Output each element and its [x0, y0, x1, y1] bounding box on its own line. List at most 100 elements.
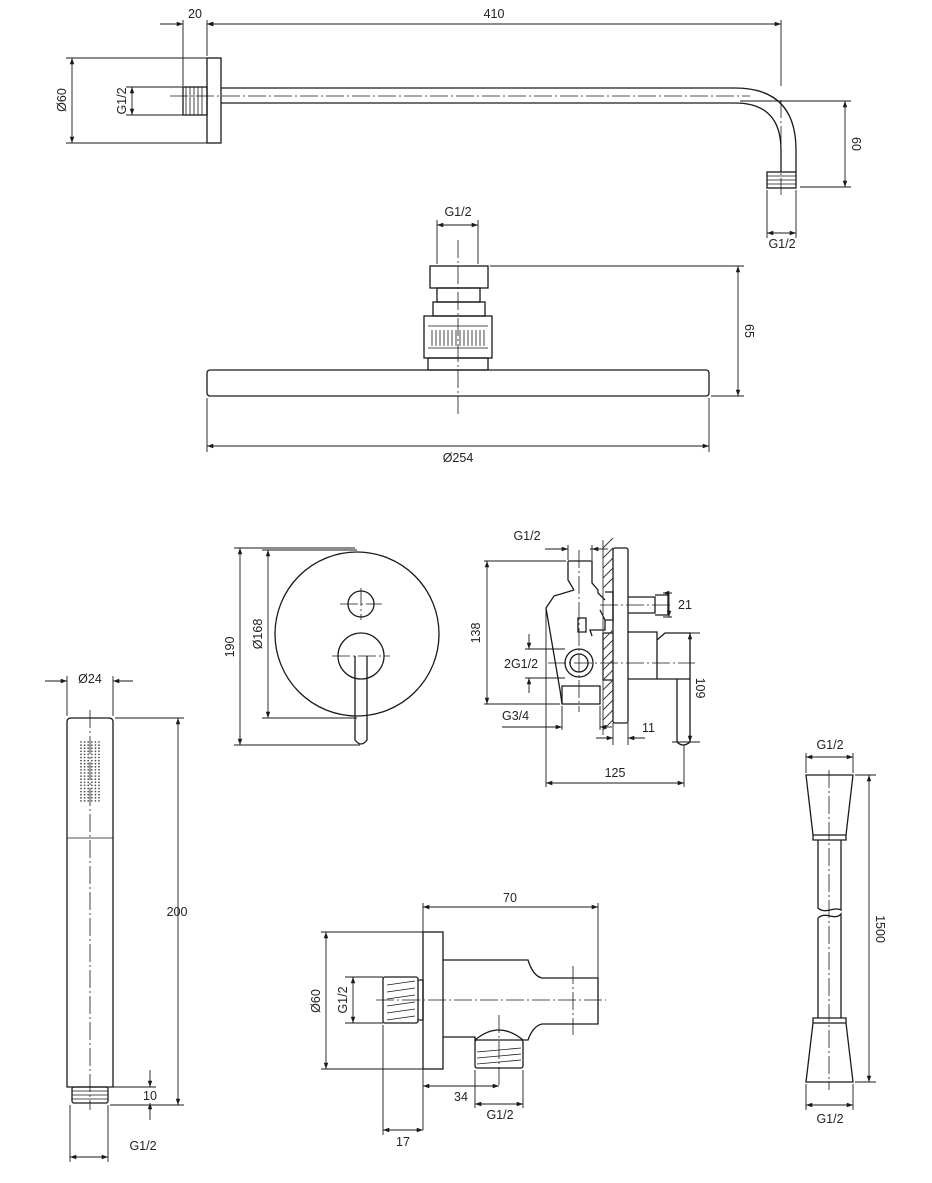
dim-outlet-thread-out: G1/2 [486, 1108, 513, 1122]
spray-nozzle [98, 772, 100, 774]
spray-nozzle [87, 765, 90, 768]
dim-mixer-plate: 11 [642, 721, 655, 735]
dim-outlet-depth: 70 [503, 891, 517, 905]
spray-nozzle [94, 781, 97, 784]
dim-mixer-outlet: 21 [678, 598, 692, 612]
spray-nozzle [98, 793, 100, 796]
spray-nozzle [87, 772, 90, 774]
spray-nozzle [80, 775, 82, 777]
spray-nozzle [94, 790, 97, 793]
spray-nozzle [90, 747, 93, 750]
spray-nozzle [98, 747, 100, 750]
spray-nozzle [90, 750, 93, 753]
spray-nozzle [87, 787, 90, 790]
spray-nozzle [90, 759, 93, 762]
spray-nozzle [90, 796, 93, 799]
spray-nozzle [94, 765, 97, 768]
spray-nozzle [80, 769, 82, 771]
dim-arm-length: 410 [484, 7, 505, 21]
shower-head: G1/2 65 Ø254 [206, 205, 756, 465]
spray-nozzle [94, 769, 97, 771]
spray-nozzle [87, 781, 90, 784]
hose: G1/2 1500 G1/2 [805, 738, 887, 1126]
dim-head-height: 65 [742, 324, 756, 338]
spray-nozzle [83, 756, 86, 759]
dim-hand-thread: G1/2 [129, 1139, 156, 1153]
spray-nozzle [98, 765, 100, 768]
spray-nozzle [90, 787, 93, 790]
dim-hand-diameter: Ø24 [78, 672, 102, 686]
wall-outlet: 70 Ø60 G1/2 34 G1/2 17 [309, 891, 606, 1149]
dim-escutcheon-height: 190 [223, 637, 237, 658]
spray-nozzle [87, 744, 90, 746]
spray-nozzle [94, 772, 97, 774]
spray-nozzle [87, 775, 90, 777]
spray-nozzle [80, 781, 82, 784]
spray-nozzle [94, 800, 97, 802]
spray-nozzle [98, 741, 100, 743]
spray-nozzle [83, 750, 86, 753]
spray-nozzle [94, 744, 97, 746]
dim-hose-bottom-thread: G1/2 [816, 1112, 843, 1126]
spray-nozzle [83, 744, 86, 746]
dim-hand-thread-len: 10 [143, 1089, 157, 1103]
spray-nozzle [90, 741, 93, 743]
spray-nozzle [98, 762, 100, 765]
spray-nozzle [83, 790, 86, 793]
dim-arm-flange: Ø60 [55, 88, 69, 112]
spray-nozzle [98, 756, 100, 759]
spray-nozzle [87, 759, 90, 762]
dim-hand-length: 200 [167, 905, 188, 919]
spray-nozzle [90, 775, 93, 777]
spray-nozzle [98, 781, 100, 784]
dim-hose-top-thread: G1/2 [816, 738, 843, 752]
spray-nozzle [80, 784, 82, 787]
spray-nozzle [83, 769, 86, 771]
spray-nozzle [90, 772, 93, 774]
spray-nozzle [83, 765, 86, 768]
spray-nozzle [90, 765, 93, 768]
spray-nozzle [83, 759, 86, 762]
dim-mixer-top-thread: G1/2 [513, 529, 540, 543]
spray-nozzle [94, 775, 97, 777]
escutcheon-front: 190 Ø168 [223, 547, 440, 746]
spray-nozzle [87, 762, 90, 765]
spray-nozzle [94, 750, 97, 753]
spray-nozzle [80, 753, 82, 756]
dim-head-thread: G1/2 [444, 205, 471, 219]
spray-nozzle [80, 741, 82, 743]
spray-nozzle [94, 762, 97, 765]
spray-nozzle [83, 772, 86, 774]
spray-nozzle [98, 750, 100, 753]
spray-nozzle [80, 762, 82, 765]
spray-nozzle [90, 800, 93, 802]
spray-nozzle [90, 781, 93, 784]
spray-nozzle [83, 787, 86, 790]
spray-nozzle [80, 772, 82, 774]
spray-nozzle [87, 800, 90, 802]
spray-nozzle [98, 769, 100, 771]
spray-nozzles [80, 741, 100, 802]
spray-nozzle [87, 756, 90, 759]
dim-outlet-offset: 34 [454, 1090, 468, 1104]
spray-nozzle [90, 756, 93, 759]
spray-nozzle [94, 796, 97, 799]
dim-mixer-lever: 109 [693, 678, 707, 699]
spray-nozzle [90, 784, 93, 787]
dim-head-diameter: Ø254 [443, 451, 474, 465]
dim-arm-thread: G1/2 [115, 87, 129, 114]
spray-nozzle [80, 793, 82, 796]
spray-nozzle [90, 778, 93, 781]
spray-nozzle [98, 784, 100, 787]
spray-nozzle [94, 747, 97, 750]
spray-nozzle [80, 744, 82, 746]
spray-nozzle [87, 796, 90, 799]
dim-arm-outlet-thread: G1/2 [768, 237, 795, 251]
spray-nozzle [83, 741, 86, 743]
spray-nozzle [90, 762, 93, 765]
spray-nozzle [80, 787, 82, 790]
spray-nozzle [90, 744, 93, 746]
spray-nozzle [83, 753, 86, 756]
